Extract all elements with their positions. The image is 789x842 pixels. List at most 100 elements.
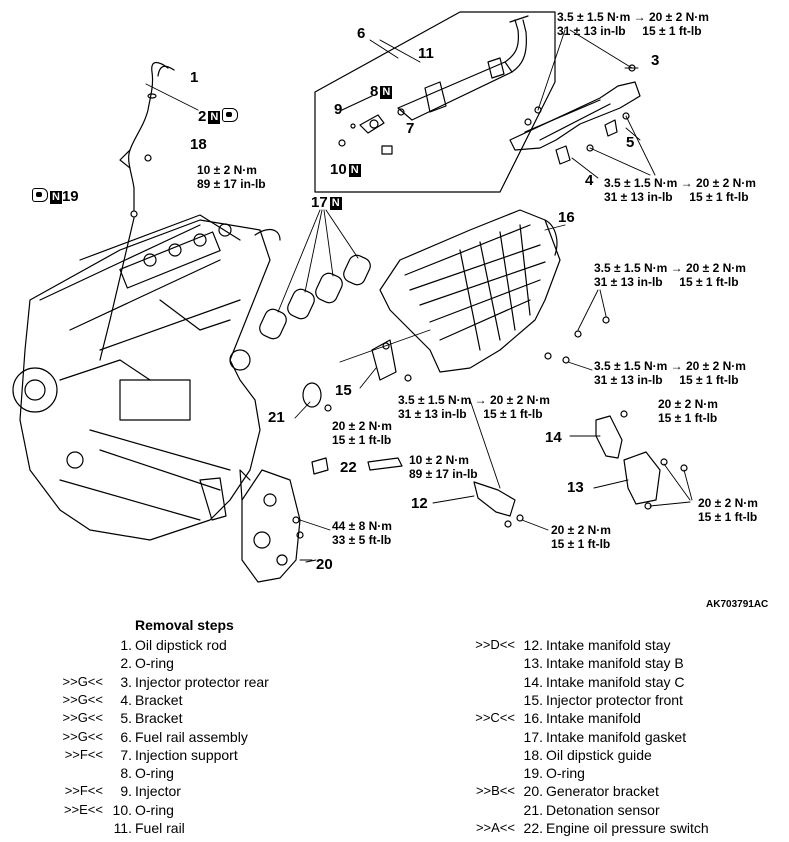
- removal-step: >>G<<6.Fuel rail assembly: [63, 728, 248, 745]
- step-label: Oil dipstick guide: [546, 746, 652, 763]
- callout-leaders: [299, 39, 641, 561]
- step-number: 5.: [120, 710, 132, 727]
- removal-step: >>G<<4.Bracket: [63, 692, 183, 708]
- n-badge-icon: N: [348, 164, 361, 177]
- step-number: 14.: [523, 673, 543, 690]
- injector-part: [338, 108, 405, 155]
- torque-line-imperial: 15 ± 1 ft-lb: [332, 433, 392, 447]
- torque-value: 3.5 ± 1.5 N·m: [594, 359, 668, 373]
- step-number: 22.: [523, 820, 543, 836]
- intake-manifold-stay-part: [469, 399, 549, 531]
- step-label: Generator bracket: [546, 783, 659, 800]
- torque-spec-stay-12: 20 ± 2 N·m 15 ± 1 ft-lb: [551, 523, 611, 551]
- removal-step: 2.O-ring: [109, 655, 174, 671]
- removal-step: >>G<<5.Bracket: [63, 710, 183, 727]
- step-label: Fuel rail: [135, 820, 185, 836]
- callout-3: 3: [651, 52, 660, 69]
- n-badge-icon: N: [329, 197, 342, 210]
- removal-step: 14.Intake manifold stay C: [521, 674, 685, 690]
- step-number: 17.: [523, 728, 543, 745]
- removal-step: 18.Oil dipstick guide: [521, 747, 652, 763]
- step-label: Bracket: [135, 710, 183, 727]
- torque-spec-fuel-rail-top: 3.5 ± 1.5 N·m → 20 ± 2 N·m 31 ± 13 in-lb…: [557, 10, 709, 38]
- torque-spec-stay-b: 20 ± 2 N·m 15 ± 1 ft-lb: [698, 496, 758, 524]
- torque-line-metric: 3.5 ± 1.5 N·m → 20 ± 2 N·m: [398, 393, 550, 407]
- step-procedure-mark: >>G<<: [62, 691, 103, 707]
- torque-line-imperial: 31 ± 13 in-lb 15 ± 1 ft-lb: [398, 407, 550, 421]
- torque-value: 20 ± 2 N·m: [685, 261, 746, 275]
- step-label: O-ring: [135, 655, 174, 672]
- torque-line-imperial: 31 ± 13 in-lb 15 ± 1 ft-lb: [594, 275, 746, 289]
- torque-line-imperial: 15 ± 1 ft-lb: [698, 510, 758, 524]
- step-procedure-mark: >>E<<: [63, 801, 103, 817]
- step-procedure-mark: >>F<<: [64, 746, 103, 762]
- step-label: Intake manifold gasket: [546, 728, 687, 745]
- torque-line-imperial: 33 ± 5 ft-lb: [332, 533, 392, 547]
- step-number: 3.: [120, 673, 132, 690]
- step-number: 19.: [523, 765, 543, 782]
- removal-step: >>G<<3.Injector protector rear: [63, 673, 269, 690]
- callout-4: 4: [585, 172, 594, 189]
- removal-step: >>D<<12.Intake manifold stay: [475, 637, 671, 653]
- callout-6: 6: [357, 25, 366, 42]
- step-number: 9.: [120, 783, 132, 800]
- callout-8-number: 8: [370, 83, 379, 100]
- torque-value: 3.5 ± 1.5 N·m: [557, 10, 631, 24]
- callout-10-number: 10: [330, 161, 347, 178]
- torque-line-metric: 3.5 ± 1.5 N·m → 20 ± 2 N·m: [594, 261, 746, 275]
- fuel-rail-part: [341, 15, 529, 121]
- step-label: Injector: [135, 783, 181, 800]
- step-label: Fuel rail assembly: [135, 728, 248, 745]
- callout-16: 16: [558, 209, 575, 226]
- step-label: Intake manifold stay C: [546, 673, 685, 690]
- torque-value: 31 ± 13 in-lb: [594, 275, 663, 289]
- step-number: 1.: [120, 637, 132, 653]
- torque-value: 15 ± 1 ft-lb: [642, 24, 702, 38]
- torque-line-metric: 44 ± 8 N·m: [332, 519, 392, 533]
- figure-code: AK703791AC: [706, 599, 769, 610]
- removal-steps-title: Removal steps: [135, 617, 234, 633]
- callout-7: 7: [406, 120, 415, 137]
- callout-15: 15: [335, 382, 352, 399]
- torque-value: 15 ± 1 ft-lb: [483, 407, 543, 421]
- step-number: 13.: [523, 655, 543, 672]
- torque-line-metric: 10 ± 2 N·m: [197, 163, 257, 177]
- torque-spec-manifold-upper: 3.5 ± 1.5 N·m → 20 ± 2 N·m 31 ± 13 in-lb…: [594, 261, 746, 289]
- oil-pressure-switch-part: [311, 457, 403, 475]
- torque-value: 15 ± 1 ft-lb: [679, 275, 739, 289]
- callout-11: 11: [418, 45, 434, 62]
- removal-step: >>E<< 10.O-ring: [64, 801, 174, 818]
- torque-value: 15 ± 1 ft-lb: [679, 373, 739, 387]
- step-number: 18.: [523, 746, 543, 763]
- torque-line-imperial: 15 ± 1 ft-lb: [658, 411, 718, 425]
- arrow-icon: →: [633, 10, 646, 24]
- torque-line-metric: 20 ± 2 N·m: [698, 496, 758, 510]
- step-label: O-ring: [546, 765, 585, 782]
- step-label: Intake manifold: [546, 710, 641, 727]
- torque-line-imperial: 89 ± 17 in-lb: [409, 467, 478, 481]
- callout-17-number: 17: [311, 194, 328, 211]
- removal-step: 13.Intake manifold stay B: [521, 655, 684, 671]
- removal-step: 21.Detonation sensor: [521, 802, 660, 818]
- removal-step: 1.Oil dipstick rod: [109, 637, 227, 653]
- step-number: 20.: [523, 783, 543, 800]
- removal-step: >>C<<16.Intake manifold: [475, 710, 641, 727]
- torque-value: 20 ± 2 N·m: [489, 393, 550, 407]
- callout-21: 21: [268, 409, 285, 426]
- step-number: 7.: [120, 746, 132, 763]
- torque-value: 31 ± 13 in-lb: [398, 407, 467, 421]
- step-label: O-ring: [135, 801, 174, 818]
- step-number: 8.: [120, 765, 132, 782]
- step-label: Intake manifold stay: [546, 637, 671, 653]
- step-number: 10.: [112, 801, 132, 818]
- callout-13: 13: [567, 479, 584, 496]
- step-procedure-mark: >>B<<: [475, 783, 515, 799]
- torque-line-metric: 10 ± 2 N·m: [409, 453, 469, 467]
- generator-bracket-part: [239, 469, 331, 583]
- torque-spec-oil-pressure-switch: 10 ± 2 N·m 89 ± 17 in-lb: [409, 453, 478, 481]
- step-procedure-mark: >>G<<: [62, 728, 103, 744]
